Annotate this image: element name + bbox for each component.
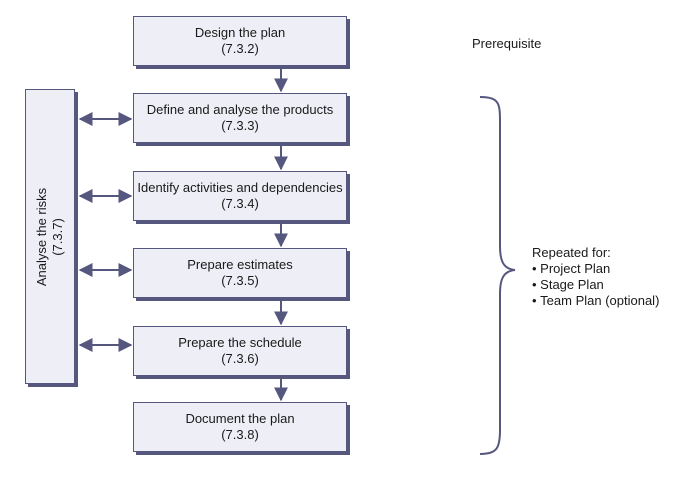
step-title: Document the plan bbox=[185, 411, 295, 426]
repeat-brace bbox=[479, 96, 516, 455]
step-title: Prepare estimates bbox=[187, 257, 293, 272]
side-ref: (7.3.7) bbox=[50, 217, 65, 256]
repeated-item: Stage Plan bbox=[532, 277, 659, 293]
repeated-item: Project Plan bbox=[532, 261, 659, 277]
side-title: Analyse the risks bbox=[34, 187, 49, 286]
analyse-risks-box: Analyse the risks (7.3.7) bbox=[25, 89, 75, 384]
step-design-the-plan: Design the plan (7.3.2) bbox=[133, 16, 347, 66]
step-document-the-plan: Document the plan (7.3.8) bbox=[133, 402, 347, 452]
step-title: Define and analyse the products bbox=[146, 102, 334, 117]
step-title: Prepare the schedule bbox=[178, 335, 302, 350]
step-title: Identify activities and dependencies bbox=[137, 180, 343, 195]
step-identify-activities: Identify activities and dependencies (7.… bbox=[133, 171, 347, 221]
step-ref: (7.3.6) bbox=[221, 351, 259, 366]
step-prepare-estimates: Prepare estimates (7.3.5) bbox=[133, 248, 347, 298]
step-prepare-schedule: Prepare the schedule (7.3.6) bbox=[133, 326, 347, 376]
repeated-heading: Repeated for: bbox=[532, 245, 611, 260]
repeated-list: Project Plan Stage Plan Team Plan (optio… bbox=[532, 261, 659, 309]
repeated-for-note: Repeated for: Project Plan Stage Plan Te… bbox=[532, 245, 659, 309]
analyse-risks-label: Analyse the risks (7.3.7) bbox=[34, 187, 66, 285]
step-define-and-analyse-products: Define and analyse the products (7.3.3) bbox=[133, 93, 347, 143]
prerequisite-label: Prerequisite bbox=[472, 36, 542, 51]
step-ref: (7.3.5) bbox=[221, 273, 259, 288]
step-ref: (7.3.4) bbox=[221, 196, 259, 211]
repeated-item: Team Plan (optional) bbox=[532, 293, 659, 309]
step-ref: (7.3.3) bbox=[221, 118, 259, 133]
step-title: Design the plan bbox=[194, 25, 286, 40]
step-ref: (7.3.8) bbox=[221, 427, 259, 442]
step-ref: (7.3.2) bbox=[221, 41, 259, 56]
